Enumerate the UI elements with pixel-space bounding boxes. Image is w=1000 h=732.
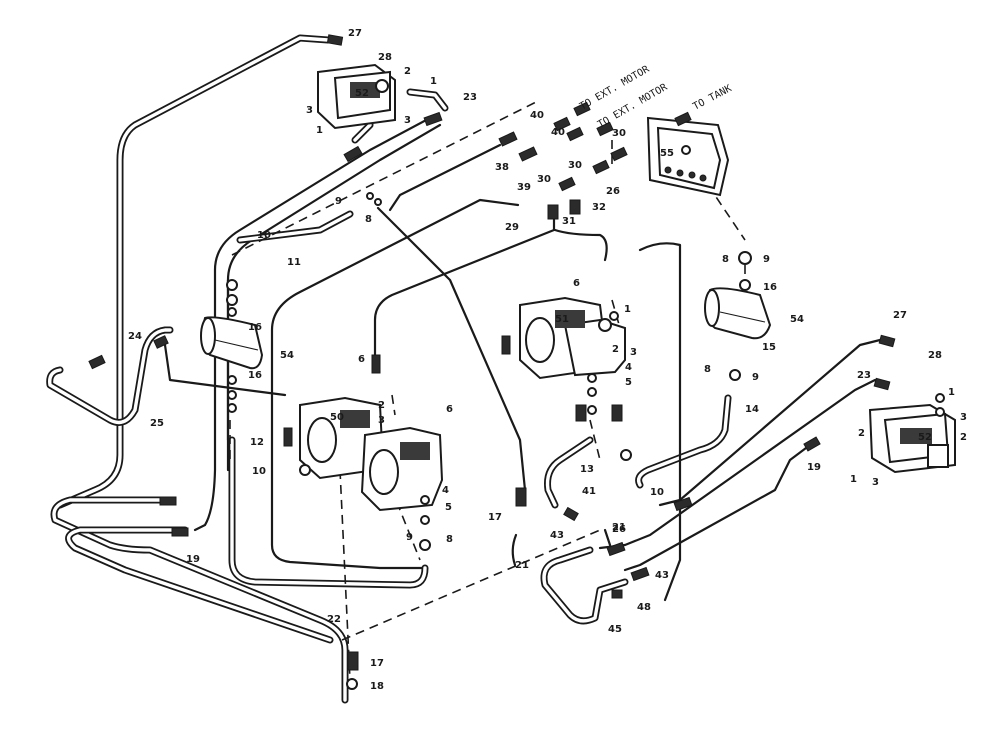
part-label: 29: [505, 222, 519, 233]
part-label: 48: [637, 602, 651, 613]
fittings: [88, 34, 945, 690]
part-label: 9: [752, 372, 759, 383]
part-label: 8: [704, 364, 711, 375]
part-label: 2: [960, 432, 967, 443]
part-label: 43: [550, 530, 564, 541]
part-label: 5: [445, 502, 452, 513]
part-label: 28: [928, 350, 942, 361]
part-label: 39: [517, 182, 531, 193]
part-label: 30: [612, 128, 626, 139]
part-label: 13: [580, 464, 594, 475]
part-label: 1: [430, 76, 437, 87]
part-label: 3: [404, 115, 411, 126]
pump-51: [519, 296, 626, 380]
part-label: 19: [186, 554, 200, 565]
filter-54-left: [200, 316, 264, 370]
part-label: 8: [722, 254, 729, 265]
part-label: 41: [582, 486, 596, 497]
part-label: 17: [488, 512, 502, 523]
part-label: 27: [348, 28, 362, 39]
part-label: 24: [128, 331, 142, 342]
part-label: 9: [335, 196, 342, 207]
part-label: 2: [858, 428, 865, 439]
part-label: 2: [404, 66, 411, 77]
part-label: 32: [592, 202, 606, 213]
part-label: 1: [850, 474, 857, 485]
filter-54-right: [704, 287, 772, 340]
part-label: 18: [370, 681, 384, 692]
part-label: 6: [358, 354, 365, 365]
part-label: 9: [406, 532, 413, 543]
part-label: 8: [365, 214, 372, 225]
part-label: 27: [893, 310, 907, 321]
part-label: 28: [378, 52, 392, 63]
tank-55: [646, 116, 730, 197]
part-label: 30: [537, 174, 551, 185]
part-label: 31: [562, 216, 576, 227]
part-label: 23: [857, 370, 871, 381]
part-label: 50: [330, 412, 344, 423]
part-label: 19: [807, 462, 821, 473]
part-label: 45: [608, 624, 622, 635]
part-label: 54: [280, 350, 294, 361]
part-label: 2: [378, 400, 385, 411]
part-label: 10: [650, 487, 664, 498]
part-label: 40: [551, 127, 565, 138]
pump-50: [299, 396, 444, 512]
part-label: 3: [378, 415, 385, 426]
part-label: 12: [250, 437, 264, 448]
part-label: 10: [257, 230, 271, 241]
part-label: 1: [624, 304, 631, 315]
part-label: 26: [606, 186, 620, 197]
part-label: 1: [316, 125, 323, 136]
part-label: 6: [446, 404, 453, 415]
part-label: 54: [790, 314, 804, 325]
part-label: 10: [252, 466, 266, 477]
part-label: 16: [248, 370, 262, 381]
annotation-tank: TO TANK: [691, 83, 733, 113]
part-label: 3: [306, 105, 313, 116]
part-label: 16: [763, 282, 777, 293]
part-label: 11: [287, 257, 301, 268]
part-label: 3: [630, 347, 637, 358]
part-label: 40: [530, 110, 544, 121]
part-label: 4: [625, 362, 632, 373]
motor-52-top: [317, 63, 396, 130]
motor-52-right: [868, 403, 956, 474]
part-label: 43: [655, 570, 669, 581]
part-label: 26: [612, 524, 626, 535]
part-label: 9: [763, 254, 770, 265]
part-label: 1: [948, 387, 955, 398]
part-label: 17: [370, 658, 384, 669]
part-label: 23: [463, 92, 477, 103]
part-label: 21: [515, 560, 529, 571]
part-label: 22: [327, 614, 341, 625]
part-label: 14: [745, 404, 759, 415]
part-label: 30: [568, 160, 582, 171]
part-label: 52: [355, 88, 369, 99]
part-label: 55: [660, 148, 674, 159]
part-label: 5: [625, 377, 632, 388]
part-label: 16: [248, 322, 262, 333]
part-label: 3: [960, 412, 967, 423]
part-number-labels: 27 28 1 2 52 23 3 3 1 40 40 38 39 30 30 …: [128, 28, 967, 692]
part-label: 3: [872, 477, 879, 488]
part-label: 2: [612, 344, 619, 355]
part-label: 6: [573, 278, 580, 289]
pipe-network: [46, 34, 882, 704]
part-label: 15: [762, 342, 776, 353]
part-label: 21: [612, 522, 626, 533]
part-label: 4: [442, 485, 449, 496]
part-label: 38: [495, 162, 509, 173]
part-label: 8: [446, 534, 453, 545]
part-label: 51: [555, 314, 569, 325]
part-label: 52: [918, 432, 932, 443]
part-label: 25: [150, 418, 164, 429]
